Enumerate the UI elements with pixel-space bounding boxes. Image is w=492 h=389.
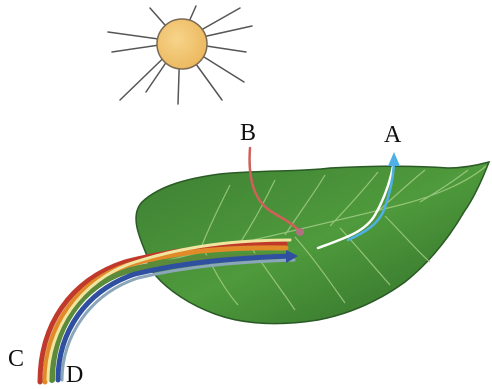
- sun-icon: [108, 6, 252, 104]
- leaf-blade: [136, 162, 489, 324]
- label-c: C: [8, 346, 24, 372]
- leaf: [136, 162, 489, 324]
- label-a: A: [384, 122, 402, 148]
- sun-disk: [157, 19, 207, 69]
- label-b: B: [240, 120, 256, 146]
- label-d: D: [66, 362, 83, 388]
